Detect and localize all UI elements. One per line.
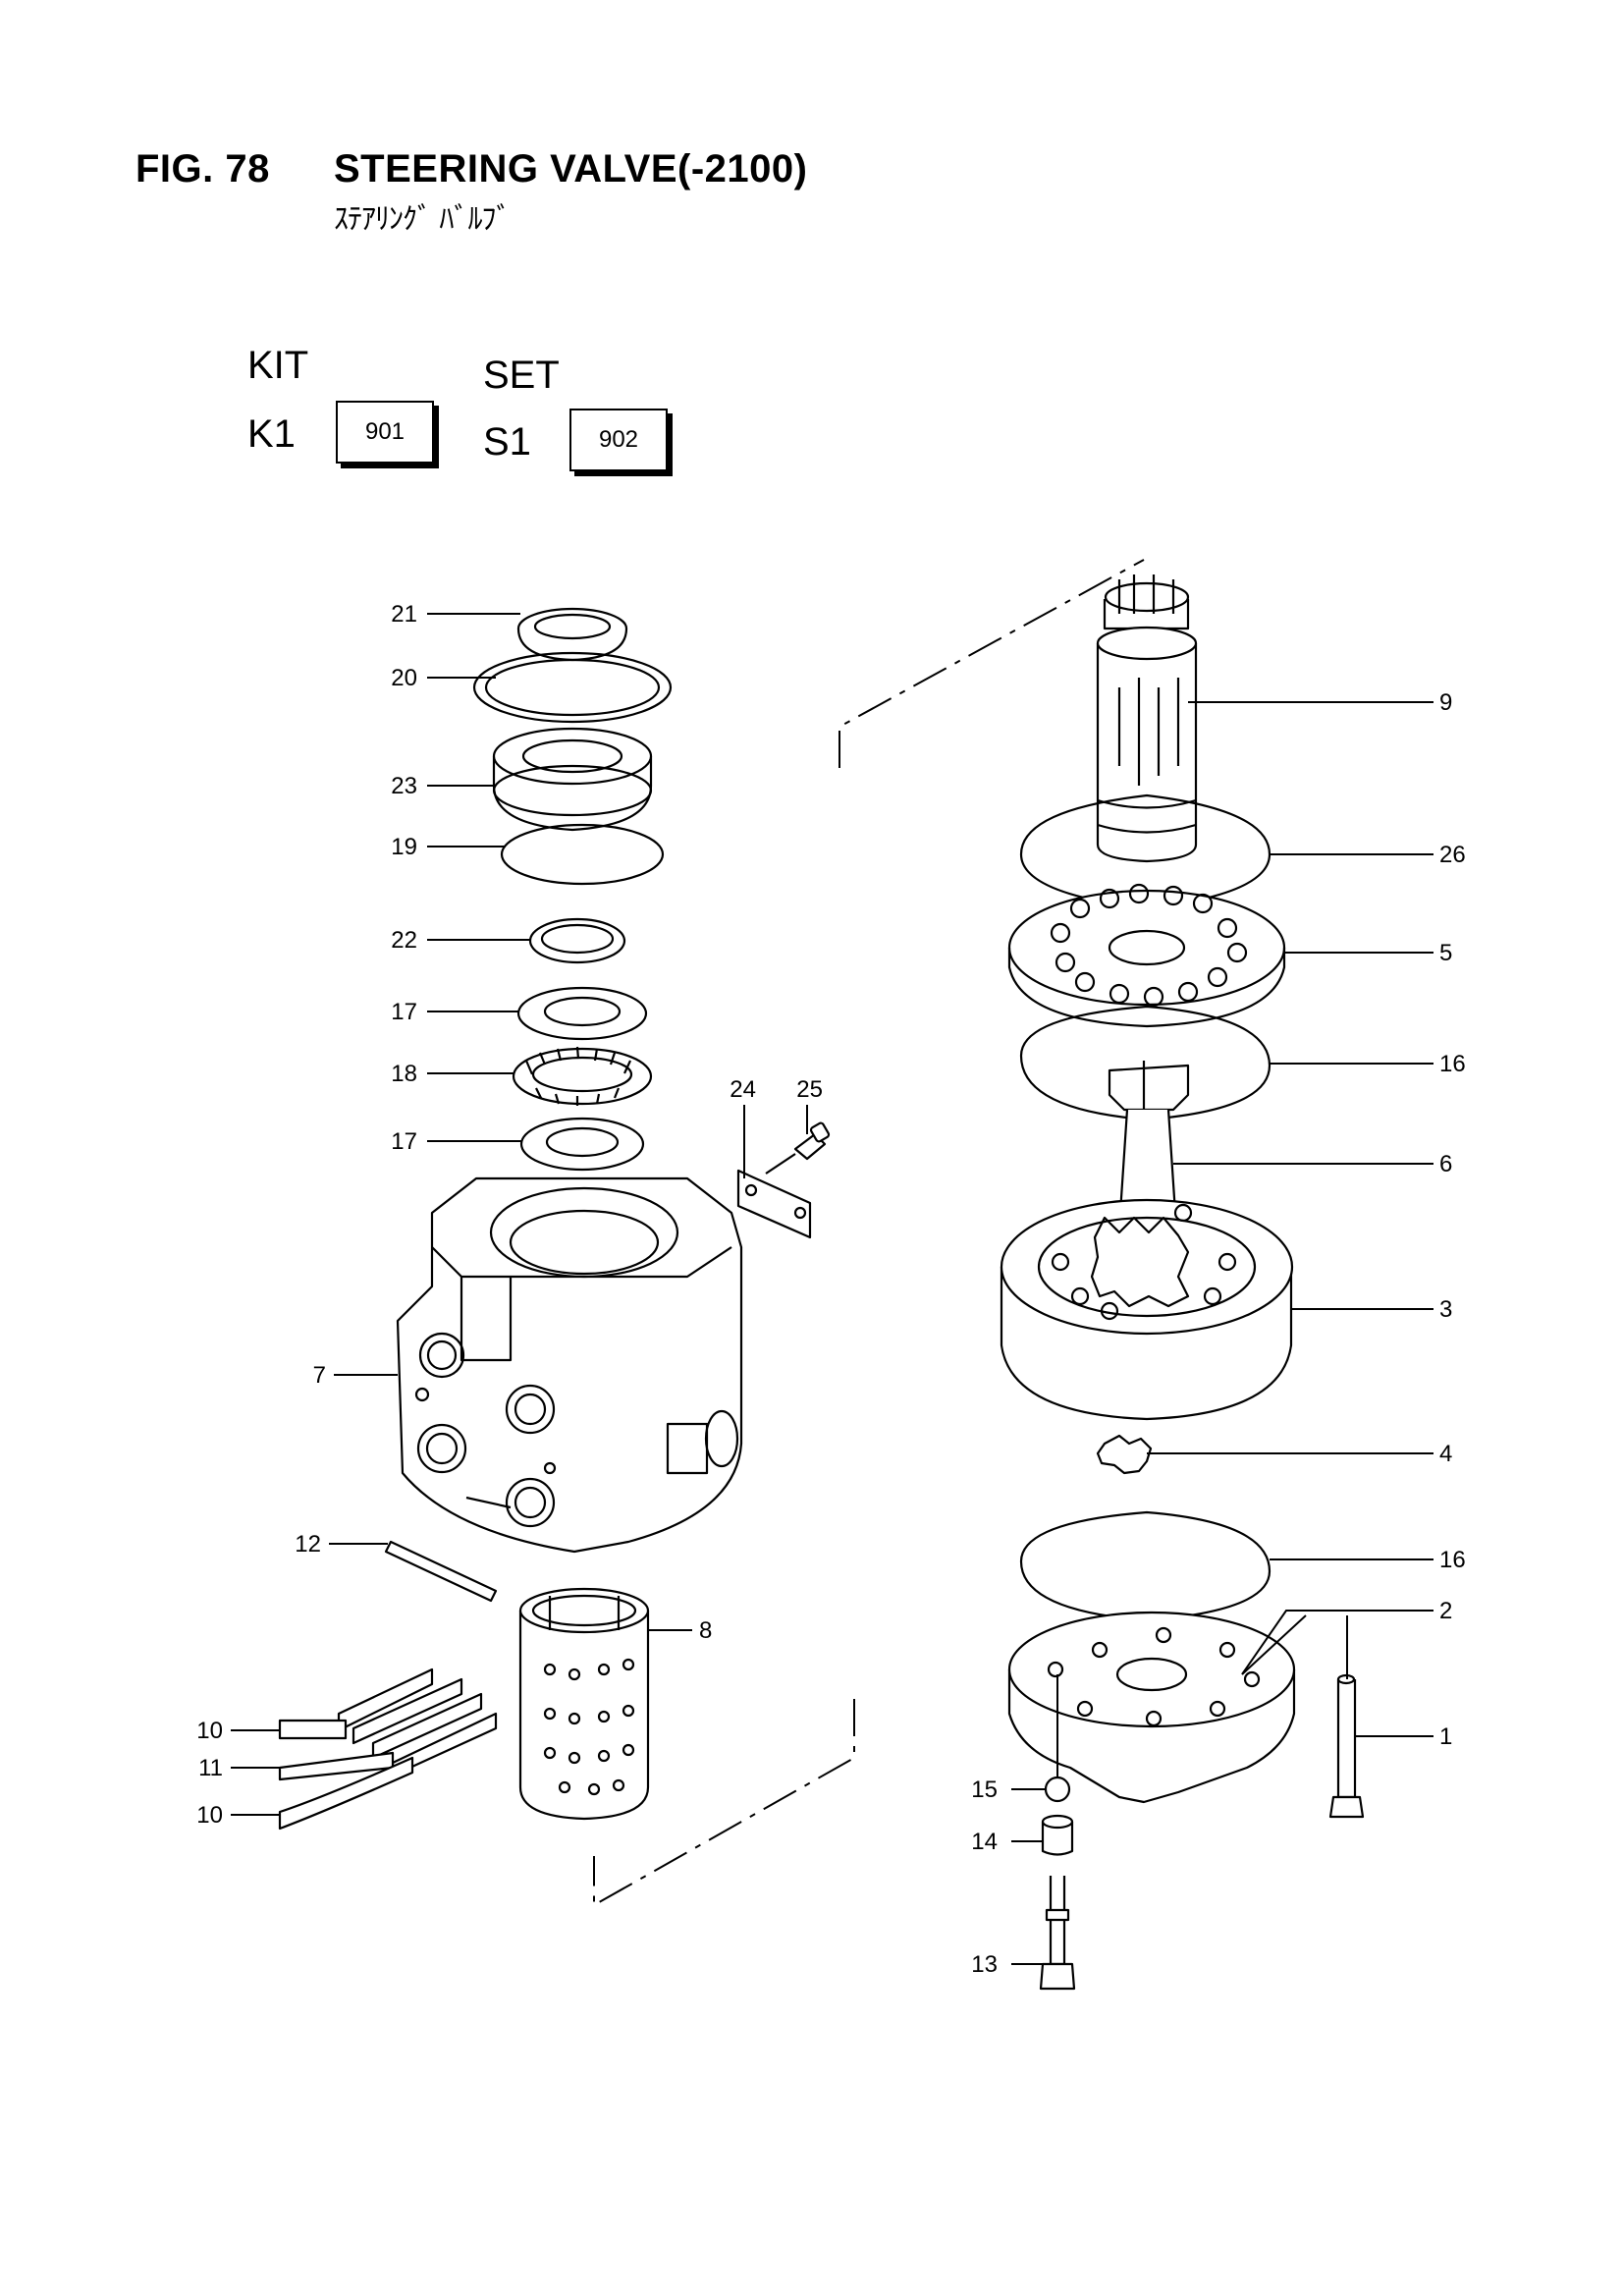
part-12-pin[interactable] (384, 1540, 498, 1603)
part-22-ring[interactable] (528, 917, 626, 964)
part-24-plate[interactable] (736, 1169, 812, 1239)
callout-5: 5 (1439, 940, 1452, 966)
leader-lines (231, 613, 1434, 1965)
part-16-oring-lower[interactable] (1019, 1510, 1271, 1622)
callout-10-lower: 10 (196, 1802, 223, 1829)
figure-title: STEERING VALVE(-2100) (334, 147, 808, 191)
assembly-line-lower (593, 1699, 855, 1907)
part-14-seat[interactable] (1041, 1814, 1074, 1856)
figure-subtitle: ｽﾃｱﾘﾝｸﾞ ﾊﾞﾙﾌﾞ (334, 202, 512, 237)
set-heading: SET (483, 354, 560, 397)
part-8-sleeve[interactable] (518, 1587, 650, 1821)
part-15-ball[interactable] (1044, 1776, 1071, 1803)
kit-part-box[interactable]: 901 (336, 401, 434, 464)
callout-7: 7 (313, 1362, 326, 1389)
set-part-box[interactable]: 902 (569, 409, 668, 471)
callout-8: 8 (699, 1617, 712, 1644)
callout-21: 21 (391, 601, 417, 628)
part-2-endcap[interactable] (1007, 1611, 1296, 1804)
callout-18: 18 (391, 1061, 417, 1087)
callout-24: 24 (730, 1076, 756, 1103)
part-3-gerotor[interactable] (1000, 1198, 1294, 1421)
callout-23: 23 (391, 773, 417, 799)
part-20-ring[interactable] (472, 651, 673, 724)
callout-15: 15 (971, 1777, 998, 1803)
callout-13: 13 (971, 1951, 998, 1978)
set-code: S1 (483, 420, 531, 464)
callout-25: 25 (796, 1076, 823, 1103)
part-9-spool[interactable] (1096, 574, 1198, 863)
part-23-cap[interactable] (492, 727, 653, 832)
callout-26: 26 (1439, 842, 1466, 868)
callout-16-lower: 16 (1439, 1547, 1466, 1573)
part-18-bearing[interactable] (512, 1046, 653, 1106)
callout-6: 6 (1439, 1151, 1452, 1177)
part-10-11-springs[interactable] (278, 1667, 498, 1831)
callout-2: 2 (1439, 1598, 1452, 1624)
callout-labels: 21 20 23 19 22 17 18 17 24 25 7 12 8 10 … (196, 601, 1465, 1978)
part-4-star[interactable] (1096, 1434, 1153, 1475)
kit-part-number: 901 (364, 418, 406, 445)
part-17-washer-lower[interactable] (519, 1117, 645, 1172)
callout-16-upper: 16 (1439, 1051, 1466, 1077)
part-5-plate[interactable] (1007, 883, 1286, 1028)
callout-17-lower: 17 (391, 1128, 417, 1155)
set-part-number: 902 (598, 426, 639, 453)
part-16-oring-upper[interactable] (1019, 1005, 1271, 1121)
figure-number: FIG. 78 (135, 147, 270, 191)
callout-22: 22 (391, 927, 417, 954)
callout-17-upper: 17 (391, 999, 417, 1025)
part-25-screw[interactable] (765, 1121, 831, 1175)
part-17-washer-upper[interactable] (516, 986, 648, 1041)
callout-4: 4 (1439, 1441, 1452, 1467)
part-7-housing[interactable] (396, 1176, 743, 1554)
callout-11: 11 (198, 1755, 223, 1781)
assembly-line-upper (839, 559, 1145, 768)
callout-12: 12 (295, 1531, 321, 1558)
callout-9: 9 (1439, 689, 1452, 716)
callout-10-upper: 10 (196, 1718, 223, 1744)
kit-heading: KIT (247, 344, 309, 387)
part-21-bushing[interactable] (516, 607, 628, 662)
part-6-driveshaft[interactable] (1108, 1061, 1190, 1230)
part-1-bolt[interactable] (1328, 1673, 1365, 1819)
callout-1: 1 (1439, 1723, 1452, 1750)
part-19-oring[interactable] (500, 823, 665, 886)
callout-19: 19 (391, 834, 417, 860)
callout-14: 14 (971, 1829, 998, 1855)
callout-3: 3 (1439, 1296, 1452, 1323)
part-13-plug[interactable] (1039, 1876, 1076, 1991)
callout-20: 20 (391, 665, 417, 691)
kit-code: K1 (247, 412, 296, 456)
